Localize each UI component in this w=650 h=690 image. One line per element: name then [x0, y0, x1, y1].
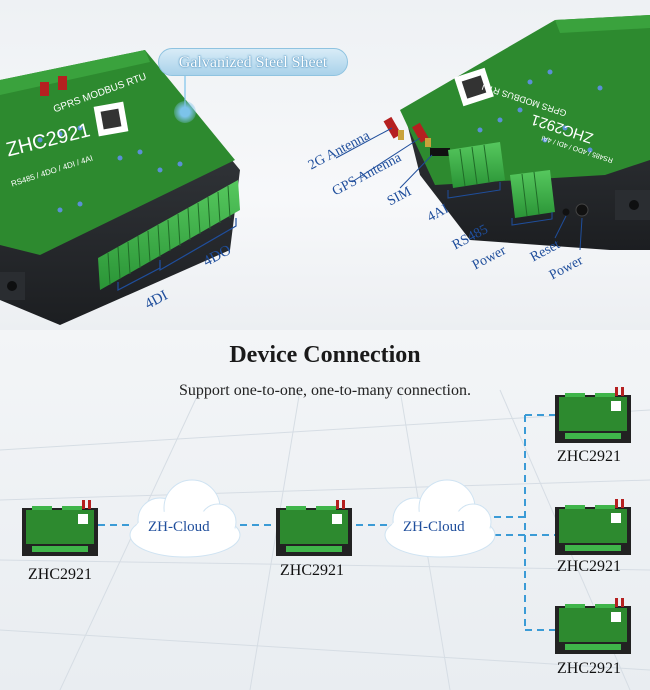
- left-antenna-1: [40, 82, 49, 96]
- galvanized-steel-callout: Galvanized Steel Sheet: [158, 48, 348, 76]
- device-5-label: ZHC2921: [557, 660, 621, 677]
- right-antenna-gps: [412, 122, 429, 143]
- callout-marker: [174, 101, 196, 123]
- device-4-label: ZHC2921: [557, 558, 621, 575]
- section-subtitle: Support one-to-one, one-to-many connecti…: [179, 382, 471, 399]
- cloud-label-1: ZH-Cloud: [148, 519, 210, 535]
- router-icon: [555, 598, 631, 654]
- rs485-terminal-block: [510, 170, 555, 218]
- router-icon: [555, 499, 631, 555]
- device-3: [555, 385, 635, 450]
- power-jack: [575, 203, 589, 217]
- cloud-label-2: ZH-Cloud: [403, 519, 465, 535]
- right-device-board: [400, 15, 650, 185]
- left-device-board: [0, 50, 235, 255]
- left-antenna-2: [58, 76, 67, 90]
- device-4: [555, 497, 635, 562]
- right-antenna-2g: [383, 116, 402, 139]
- device-2-label: ZHC2921: [280, 562, 344, 579]
- device-illustration: [0, 15, 650, 325]
- device-2: [276, 498, 356, 563]
- device-3-label: ZHC2921: [557, 448, 621, 465]
- router-icon: [22, 500, 98, 556]
- device-5: [555, 596, 635, 661]
- sim-slot: [430, 148, 450, 156]
- router-icon: [555, 387, 631, 443]
- device-1: [22, 498, 102, 563]
- connection-section: Device Connection Support one-to-one, on…: [0, 330, 650, 690]
- reset-button: [562, 208, 570, 216]
- section-title: Device Connection: [229, 342, 421, 368]
- connection-diagram: [0, 389, 650, 690]
- ai-terminal-block: [448, 142, 505, 188]
- product-hero: ZHC2921 GPRS MODBUS RTU RS485 / 4DO / 4D…: [0, 0, 650, 330]
- router-icon: [276, 500, 352, 556]
- device-1-label: ZHC2921: [28, 566, 92, 583]
